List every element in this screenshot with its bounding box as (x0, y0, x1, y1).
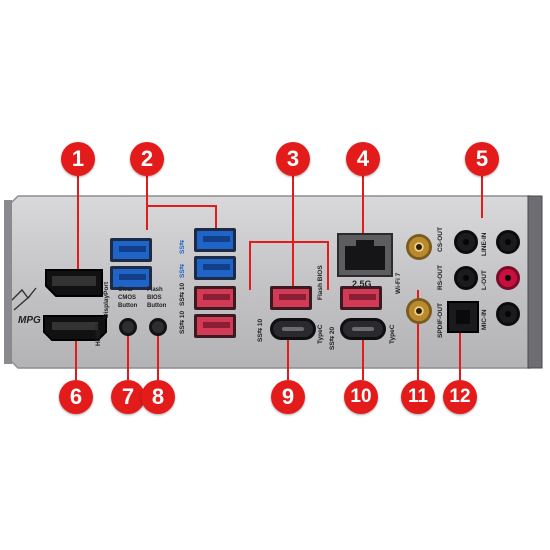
usb-c-20g-port (340, 318, 386, 340)
line-in-jack (496, 230, 520, 254)
wifi-antenna-connector (406, 298, 432, 324)
flash-bios-label: Flash BIOS Button (147, 286, 166, 310)
cs-out-label: CS-OUT (437, 227, 444, 252)
brand-label: MPG (18, 315, 41, 326)
callout-badge-7: 7 (111, 380, 145, 414)
callout-badge-9: 9 (271, 380, 305, 414)
line-out-label: L-OUT (481, 270, 488, 290)
wifi-antenna-connector (406, 234, 432, 260)
line-in-label: LINE-IN (481, 232, 488, 256)
usb-5g-label: SS⇆ (179, 239, 186, 254)
lan-port (337, 233, 393, 277)
usb-c-10g-label: SS⇆ 10 (257, 318, 264, 342)
callout-badge-11: 11 (401, 380, 435, 414)
clear-cmos-label: Clear CMOS Button (118, 286, 137, 310)
usb-a-10g-port (194, 286, 236, 310)
clear-cmos-button (119, 318, 137, 336)
usb-c-10g-port (270, 318, 316, 340)
cs-out-jack (454, 230, 478, 254)
clear-cmos-label-line: Clear (118, 287, 134, 293)
typec-label: TypeC (389, 324, 396, 344)
typec-label: TypeC (317, 324, 324, 344)
flash-bios-label-line: Button (147, 303, 167, 309)
brand-logo (11, 287, 37, 311)
callout-badge-10: 10 (344, 380, 378, 414)
usb-10g-label: SS⇆ 10 (179, 310, 186, 334)
usb-a-10g-flashback-port (340, 286, 382, 310)
line-3 (249, 176, 329, 290)
callout-badge-3: 3 (276, 142, 310, 176)
callout-badge-1: 1 (61, 142, 95, 176)
usb-10g-label: SS⇆ 10 (179, 282, 186, 306)
callout-badge-5: 5 (465, 142, 499, 176)
spdif-optical-port (447, 301, 479, 333)
usb-c-20g-label: SS⇆ 20 (329, 326, 336, 350)
plate-right-flange (527, 195, 543, 369)
line-out-jack (496, 266, 520, 290)
hdmi-label: HDMI™ (95, 322, 102, 346)
callout-badge-4: 4 (346, 142, 380, 176)
mic-in-jack (496, 302, 520, 326)
usb-a-10g-port (194, 314, 236, 338)
usb-a-10g-port (270, 286, 312, 310)
rs-out-label: RS-OUT (437, 265, 444, 290)
rs-out-jack (454, 266, 478, 290)
callout-badge-12: 12 (443, 380, 477, 414)
usb-a-5g-port (194, 228, 236, 252)
callout-badge-6: 6 (59, 380, 93, 414)
lan-label: 2.5G (352, 279, 372, 289)
mic-in-label: MIC-IN (481, 309, 488, 330)
spdif-label: SPDIF-OUT (437, 302, 444, 338)
flash-bios-port-label: Flash BIOS (317, 265, 324, 300)
plate-left-flange (4, 200, 12, 364)
flash-bios-button (149, 318, 167, 336)
callout-badge-8: 8 (141, 380, 175, 414)
clear-cmos-label-line: CMOS (118, 295, 136, 301)
clear-cmos-label-line: Button (118, 303, 138, 309)
line-2 (146, 176, 217, 230)
wifi-label: Wi-Fi 7 (395, 272, 402, 294)
usb-a-5g-port (194, 256, 236, 280)
usb-a-5g-port (110, 238, 152, 262)
usb-a-5g-port (110, 266, 152, 290)
displayport-label: DisplayPort (103, 281, 110, 318)
usb-5g-label: SS⇆ (179, 263, 186, 278)
flash-bios-label-line: BIOS (147, 295, 162, 301)
callout-badge-2: 2 (130, 142, 164, 176)
flash-bios-label-line: Flash (147, 287, 163, 293)
